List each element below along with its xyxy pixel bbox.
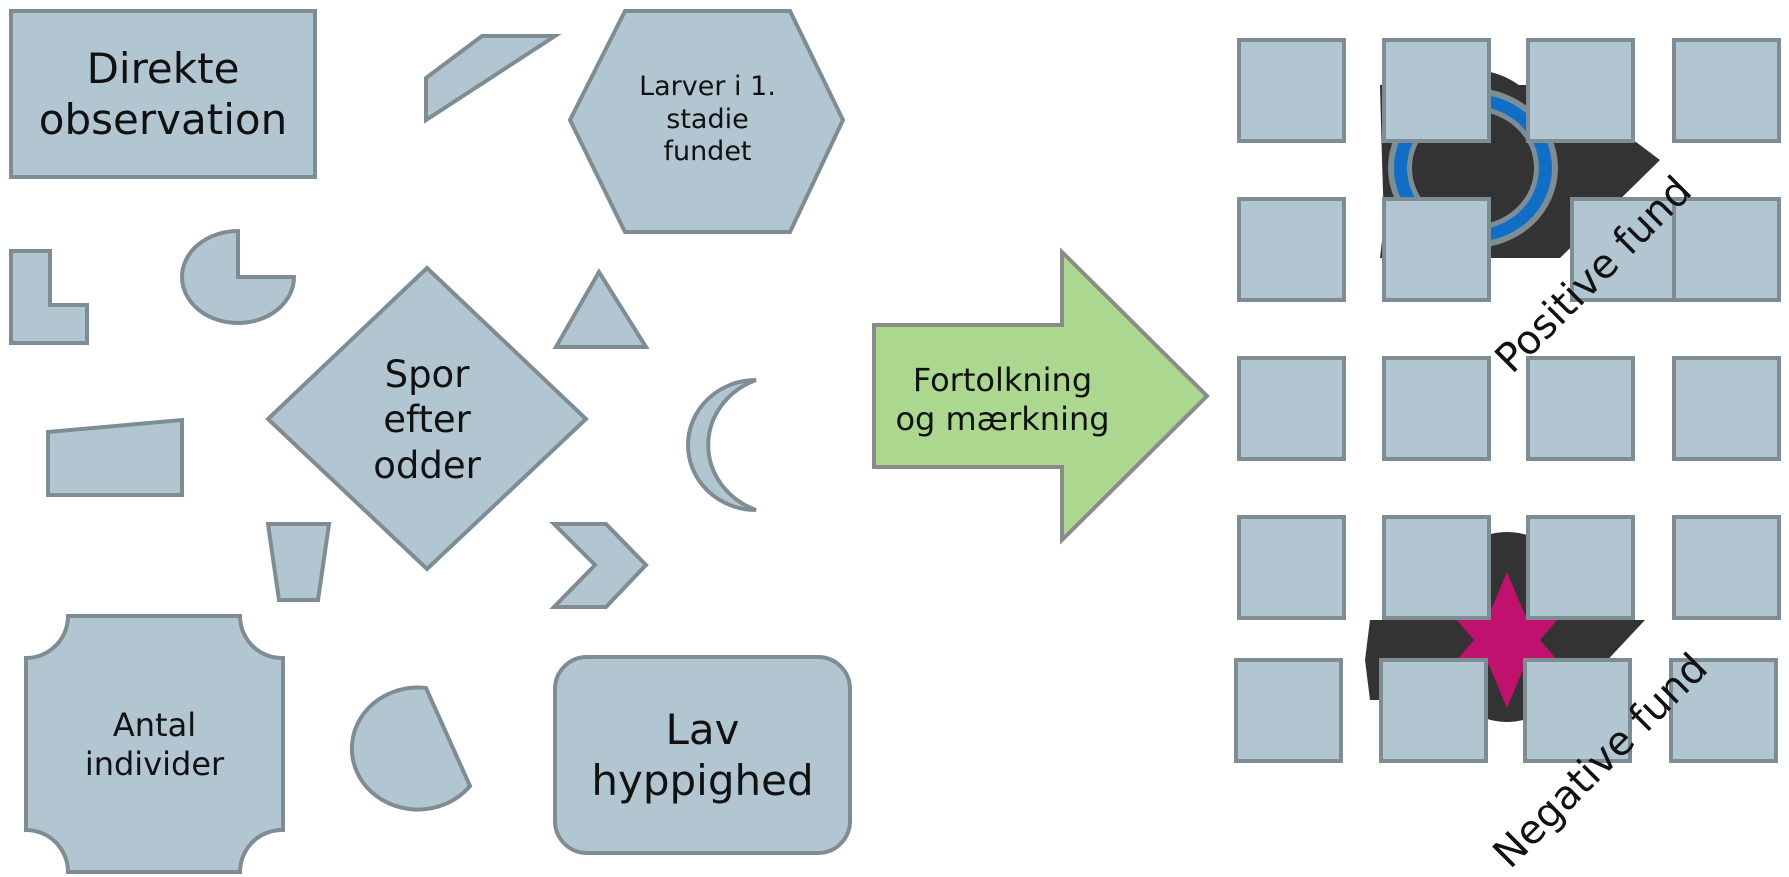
chevron-shape [549,522,649,609]
otter-tracks-label: Spor efter odder [373,353,481,487]
half-circle-shape [349,685,473,812]
low-frequency-label: Lav hyppighed [591,704,814,805]
rect-shape [9,9,317,179]
interpretation-arrow [872,247,1210,545]
triangle-shape [552,268,650,349]
diamond-shape [265,265,589,572]
plaque-shape [24,614,285,874]
individual-count-label: Antal individer [84,705,225,783]
parallelogram-shape [424,34,562,124]
moon-shape [686,378,757,512]
l-shape [9,249,89,345]
direct-observation-label: Direkte observation [38,43,288,144]
trapezoid-shape [46,417,184,497]
pie-shape [180,228,297,325]
rounded-rect-shape [553,655,852,855]
larvae-found-label: Larver i 1. stadie fundet [639,70,776,168]
interpretation-arrow-label: Fortolkning og mærkning [895,360,1110,438]
cup-shape [265,522,332,602]
hexagon-shape [567,9,846,234]
